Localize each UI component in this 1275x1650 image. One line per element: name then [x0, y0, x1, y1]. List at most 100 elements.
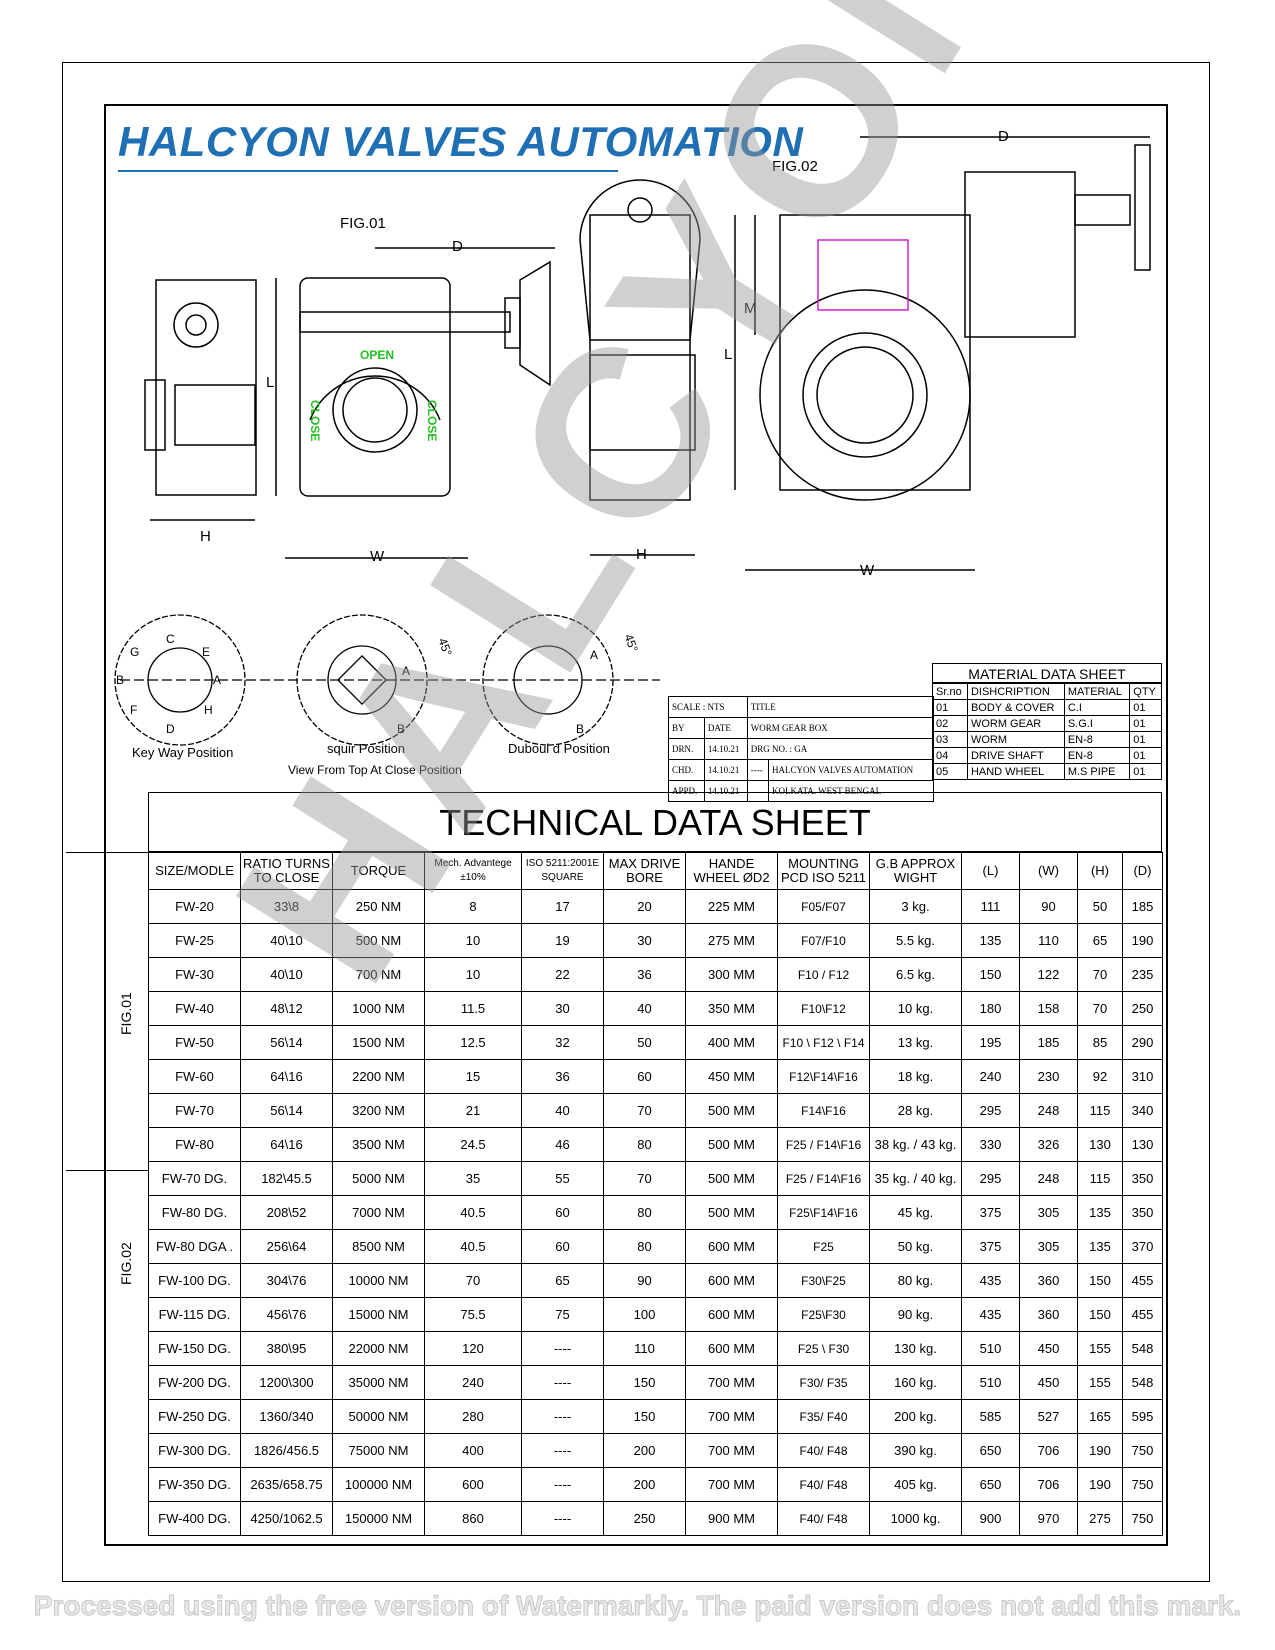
technical-header-cell: (L)	[961, 852, 1020, 890]
technical-sheet-title: TECHNICAL DATA SHEET	[148, 792, 1162, 852]
table-cell: 240	[424, 1365, 522, 1400]
table-cell: F40/ F48	[777, 1501, 870, 1536]
table-cell: 10000 NM	[332, 1263, 425, 1298]
table-cell: 548	[1122, 1365, 1163, 1400]
tb-drg-no: DRG NO. : GA	[746, 738, 935, 760]
mat-cell: EN-8	[1063, 747, 1131, 764]
table-cell: 860	[424, 1501, 522, 1536]
table-cell: 700 MM	[685, 1467, 778, 1502]
table-cell: 85	[1077, 1025, 1123, 1060]
table-cell: 185	[1019, 1025, 1078, 1060]
table-cell: F10\F12	[777, 991, 870, 1026]
table-cell: 65	[521, 1263, 604, 1298]
double-position-label: Duboul d Position	[508, 741, 610, 756]
keyway-position-label: Key Way Position	[132, 745, 234, 760]
table-cell: 30	[603, 923, 686, 958]
table-cell: 1500 NM	[332, 1025, 425, 1060]
fig02-dim-m: M	[744, 300, 757, 317]
table-cell: F25 \ F30	[777, 1331, 870, 1366]
table-cell: 500 NM	[332, 923, 425, 958]
mat-cell: 01	[932, 699, 968, 716]
table-cell: 326	[1019, 1127, 1078, 1162]
table-cell: 55	[521, 1161, 604, 1196]
table-cell: 595	[1122, 1399, 1163, 1434]
table-cell: 195	[961, 1025, 1020, 1060]
mat-cell: 01	[1129, 699, 1162, 716]
tb-dash: ----	[746, 759, 769, 781]
table-cell: 135	[961, 923, 1020, 958]
table-cell: 295	[961, 1093, 1020, 1128]
table-cell: F40/ F48	[777, 1433, 870, 1468]
table-cell: 56\14	[240, 1025, 333, 1060]
keyway-letter-g: G	[130, 645, 140, 659]
tb-title: TITLE	[746, 696, 935, 718]
table-cell: 17	[521, 889, 604, 924]
table-cell: 340	[1122, 1093, 1163, 1128]
close-marking-right: CLOSE	[425, 400, 439, 442]
technical-header-cell: ISO 5211:2001E SQUARE	[521, 852, 604, 890]
table-cell: 390 kg.	[869, 1433, 962, 1468]
keyway-gear	[114, 614, 246, 746]
fig02-label: FIG.02	[772, 158, 818, 175]
table-cell: FW-400 DG.	[148, 1501, 241, 1536]
material-header-cell: MATERIAL	[1063, 683, 1131, 700]
table-cell: 1200\300	[240, 1365, 333, 1400]
tb-date: DATE	[703, 717, 748, 739]
table-cell: 3200 NM	[332, 1093, 425, 1128]
table-cell: F25	[777, 1229, 870, 1264]
table-cell: FW-60	[148, 1059, 241, 1094]
table-cell: 150	[603, 1365, 686, 1400]
table-cell: FW-70	[148, 1093, 241, 1128]
table-cell: 305	[1019, 1195, 1078, 1230]
table-cell: 24.5	[424, 1127, 522, 1162]
table-cell: 500 MM	[685, 1195, 778, 1230]
table-cell: 1000 NM	[332, 991, 425, 1026]
table-cell: 50	[603, 1025, 686, 1060]
table-cell: 19	[521, 923, 604, 958]
technical-header-cell: Mech. Advantege ±10%	[424, 852, 522, 890]
table-cell: 2200 NM	[332, 1059, 425, 1094]
table-cell: 22	[521, 957, 604, 992]
table-cell: ----	[521, 1467, 604, 1502]
table-cell: 585	[961, 1399, 1020, 1434]
open-marking: OPEN	[360, 348, 395, 362]
table-cell: 70	[603, 1093, 686, 1128]
table-cell: 248	[1019, 1161, 1078, 1196]
table-cell: 455	[1122, 1263, 1163, 1298]
table-cell: 90 kg.	[869, 1297, 962, 1332]
table-cell: 40	[521, 1093, 604, 1128]
table-cell: 450 MM	[685, 1059, 778, 1094]
table-cell: 650	[961, 1433, 1020, 1468]
table-cell: 90	[603, 1263, 686, 1298]
table-cell: 115	[1077, 1161, 1123, 1196]
table-cell: 700 MM	[685, 1365, 778, 1400]
mat-cell: S.G.I	[1063, 715, 1131, 732]
fig02-front-body	[779, 214, 971, 491]
table-cell: 6.5 kg.	[869, 957, 962, 992]
table-cell: 48\12	[240, 991, 333, 1026]
table-fig02-label: FIG.02	[118, 1242, 134, 1285]
table-cell: 182\45.5	[240, 1161, 333, 1196]
table-cell: ----	[521, 1433, 604, 1468]
table-cell: 706	[1019, 1467, 1078, 1502]
fig01-side-body	[155, 279, 257, 496]
table-cell: 275 MM	[685, 923, 778, 958]
table-cell: 500 MM	[685, 1161, 778, 1196]
table-cell: 10	[424, 923, 522, 958]
mat-cell: 03	[932, 731, 968, 748]
fig02-dim-d: D	[998, 128, 1009, 145]
table-cell: 75000 NM	[332, 1433, 425, 1468]
table-cell: 36	[521, 1059, 604, 1094]
fig01-dim-d: D	[452, 238, 463, 255]
fig02-divider	[66, 1170, 148, 1171]
